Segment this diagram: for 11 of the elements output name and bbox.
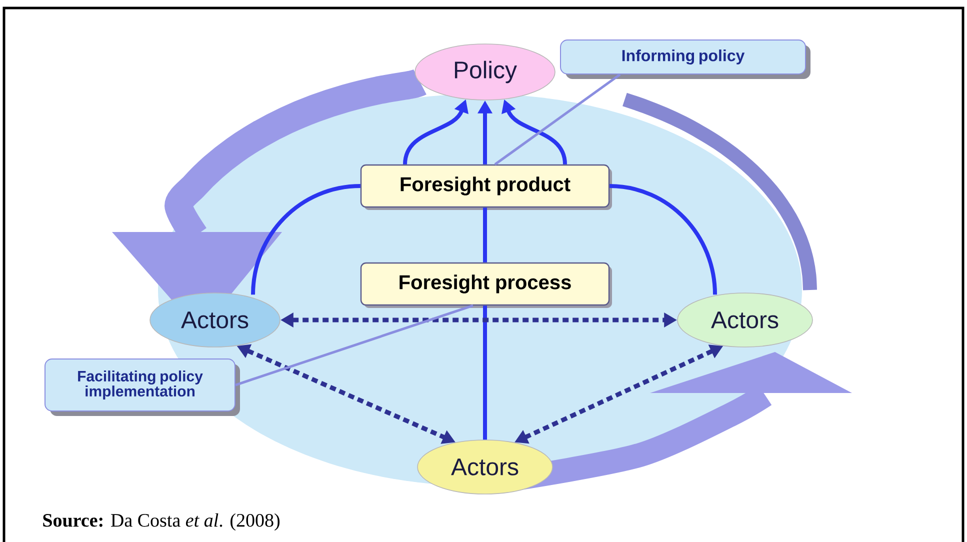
caption: Source: Da Costa et al. (2008) xyxy=(43,513,280,531)
connector-line xyxy=(483,306,487,440)
callout-box: Facilitating policy implementation xyxy=(44,358,240,416)
connector-line xyxy=(251,184,361,295)
callout-box: Informing policy xyxy=(560,40,810,79)
label-box: Foresight product xyxy=(360,164,612,210)
connector-line xyxy=(483,208,487,262)
connector-line xyxy=(609,184,717,295)
label-box: Foresight process xyxy=(360,262,612,308)
leader-line xyxy=(494,73,621,166)
leader-line xyxy=(235,304,474,386)
